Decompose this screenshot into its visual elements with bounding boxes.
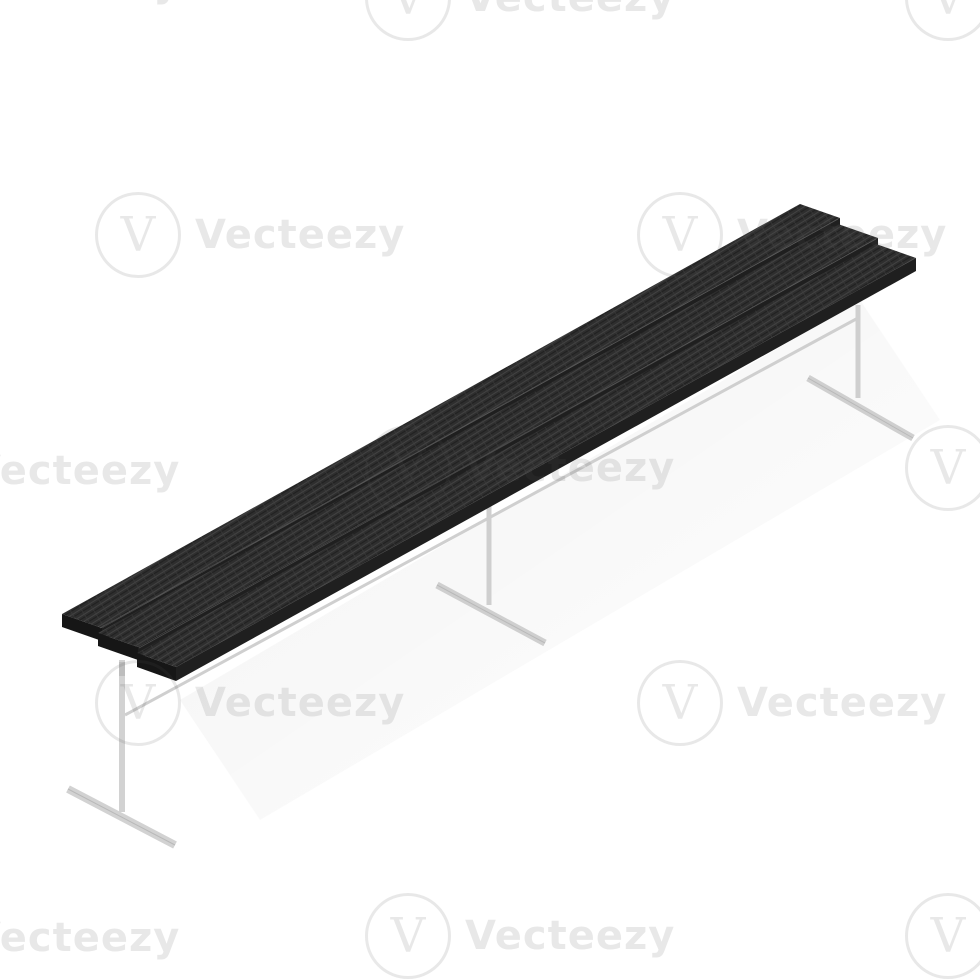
bench-leg-back	[806, 305, 915, 442]
bench-rail	[124, 316, 859, 717]
ground-shadow	[180, 300, 940, 820]
bench-leg-front	[66, 660, 177, 849]
bench-leg-middle	[435, 505, 547, 647]
bench-seat	[62, 204, 916, 681]
seat-slat-3	[137, 244, 916, 681]
